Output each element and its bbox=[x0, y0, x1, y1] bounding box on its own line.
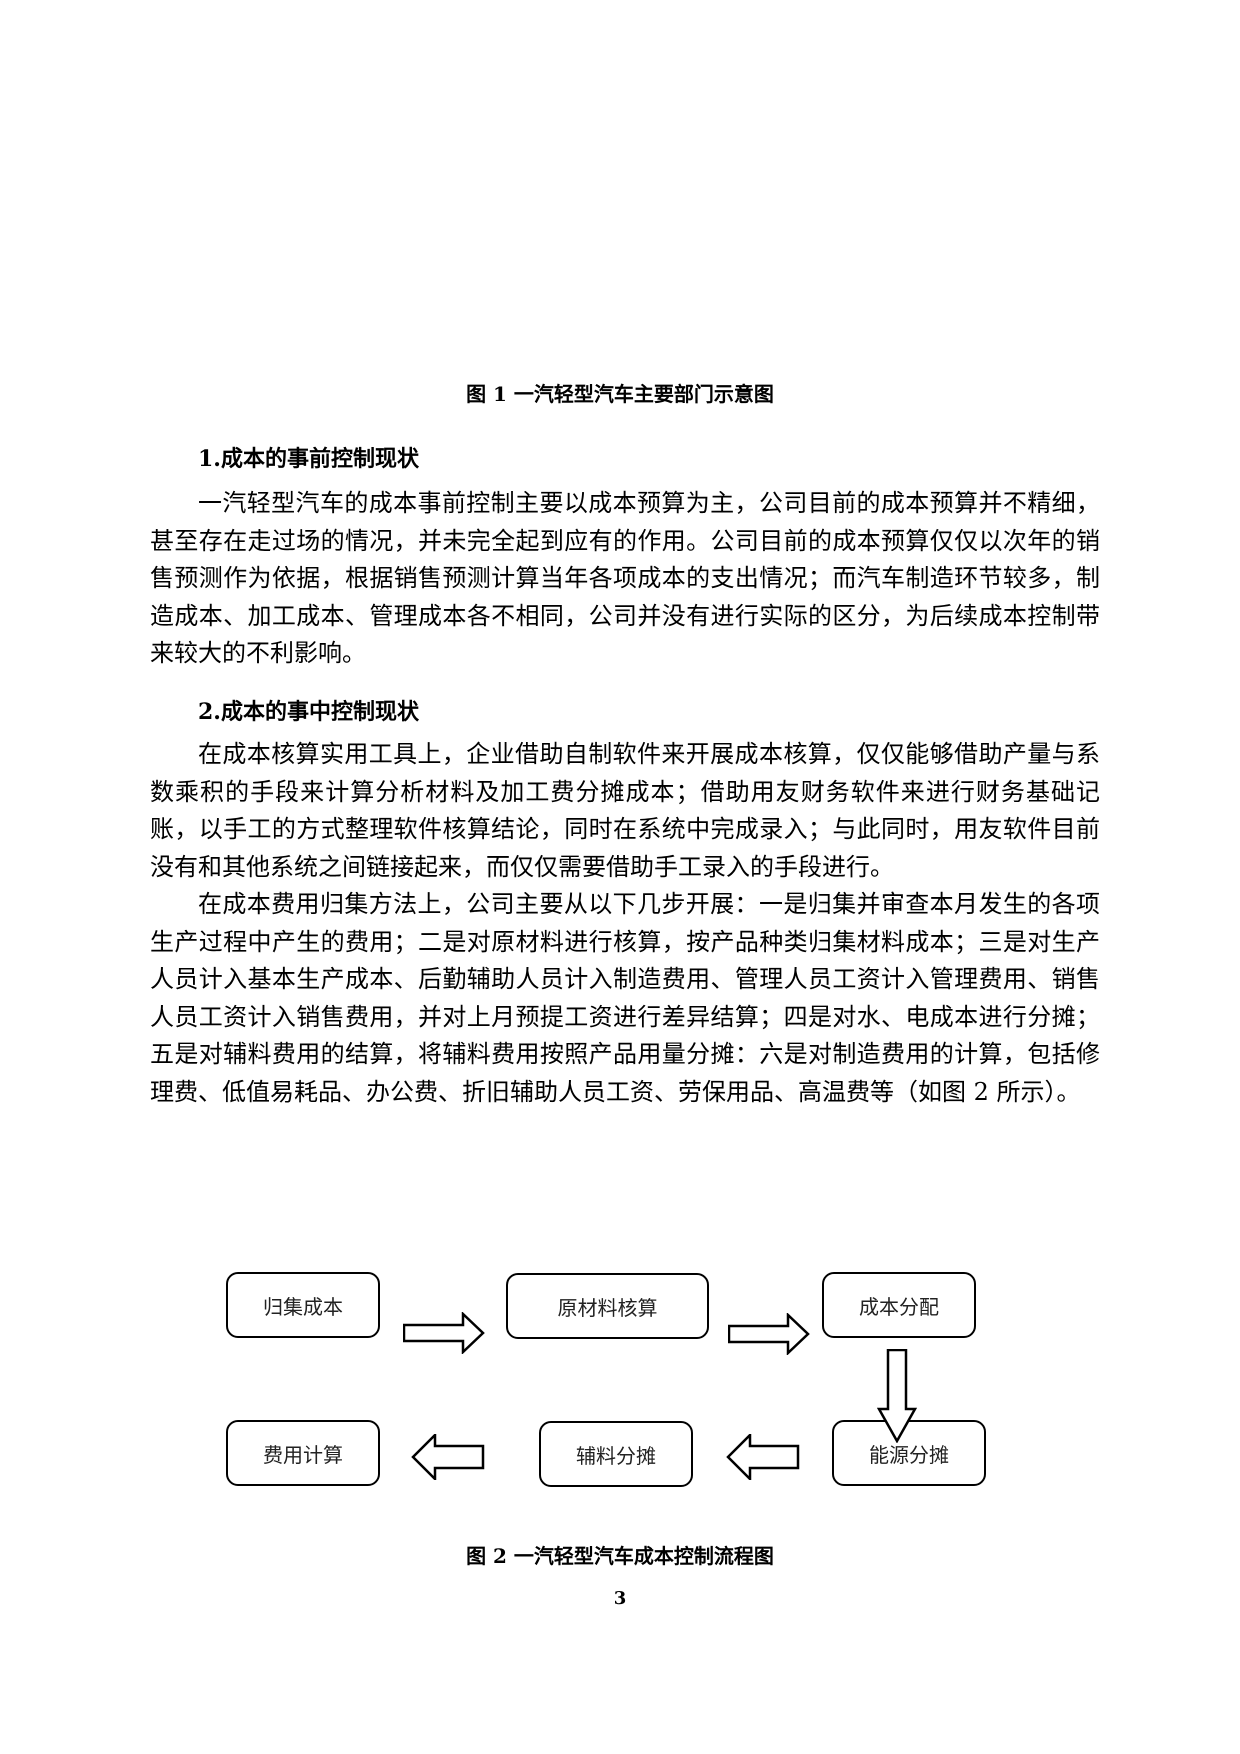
flow-step-raw-material: 原材料核算 bbox=[506, 1273, 709, 1339]
arrow-right-icon bbox=[728, 1313, 810, 1355]
flow-step-label: 能源分摊 bbox=[869, 1442, 949, 1467]
section1-paragraph: 一汽轻型汽车的成本事前控制主要以成本预算为主，公司目前的成本预算并不精细，甚至存… bbox=[150, 489, 1100, 667]
page-number: 3 bbox=[613, 1588, 627, 1609]
flow-step-label: 辅料分摊 bbox=[576, 1443, 656, 1468]
flow-step-expense-calc: 费用计算 bbox=[226, 1420, 380, 1486]
section2-paragraph-2: 在成本费用归集方法上，公司主要从以下几步开展：一是归集并审查本月发生的各项生产过… bbox=[150, 890, 1100, 1106]
flow-step-collect-cost: 归集成本 bbox=[226, 1272, 380, 1338]
flow-step-label: 费用计算 bbox=[263, 1442, 343, 1467]
flow-step-label: 归集成本 bbox=[263, 1294, 343, 1319]
flow-step-auxiliary-allocation: 辅料分摊 bbox=[539, 1421, 693, 1487]
figure2-caption: 图 2 一汽轻型汽车成本控制流程图 bbox=[466, 1544, 774, 1568]
figure1-caption: 图 1 一汽轻型汽车主要部门示意图 bbox=[466, 382, 774, 406]
flow-step-label: 原材料核算 bbox=[557, 1295, 658, 1320]
arrow-right-icon bbox=[403, 1312, 485, 1354]
arrow-left-icon bbox=[411, 1434, 485, 1480]
flow-step-label: 成本分配 bbox=[859, 1294, 939, 1319]
section1-heading: 1.成本的事前控制现状 bbox=[198, 446, 419, 472]
arrow-down-icon bbox=[877, 1349, 917, 1443]
section2-paragraph-1: 在成本核算实用工具上，企业借助自制软件来开展成本核算，仅仅能够借助产量与系数乘积… bbox=[150, 740, 1100, 881]
flow-step-cost-allocation: 成本分配 bbox=[822, 1272, 976, 1338]
flow-step-energy-allocation: 能源分摊 bbox=[832, 1420, 986, 1486]
arrow-left-icon bbox=[726, 1434, 800, 1480]
section2-heading: 2.成本的事中控制现状 bbox=[198, 699, 419, 725]
